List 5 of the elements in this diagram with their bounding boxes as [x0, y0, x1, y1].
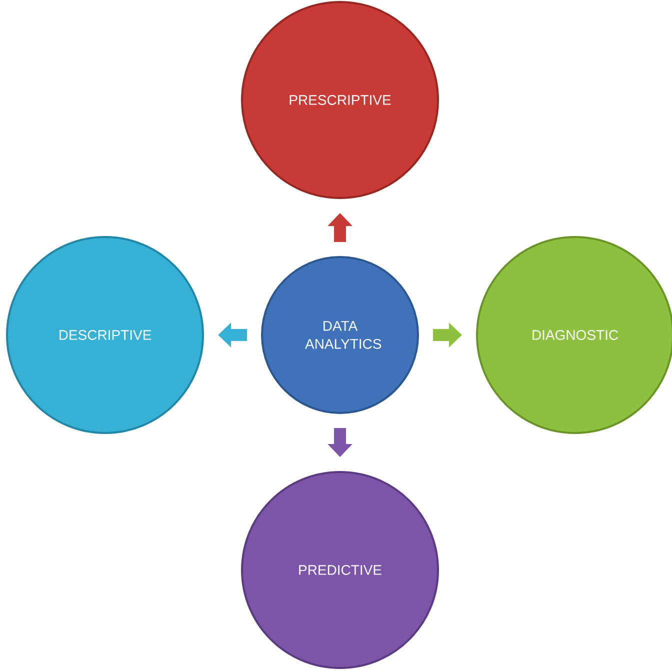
circle-node: PRESCRIPTIVE	[241, 1, 439, 199]
circle-node: DATA ANALYTICS	[261, 256, 419, 414]
circle-node: PREDICTIVE	[241, 470, 439, 669]
circle-node: DIAGNOSTIC	[476, 236, 672, 434]
circle-node: DESCRIPTIVE	[6, 236, 204, 434]
